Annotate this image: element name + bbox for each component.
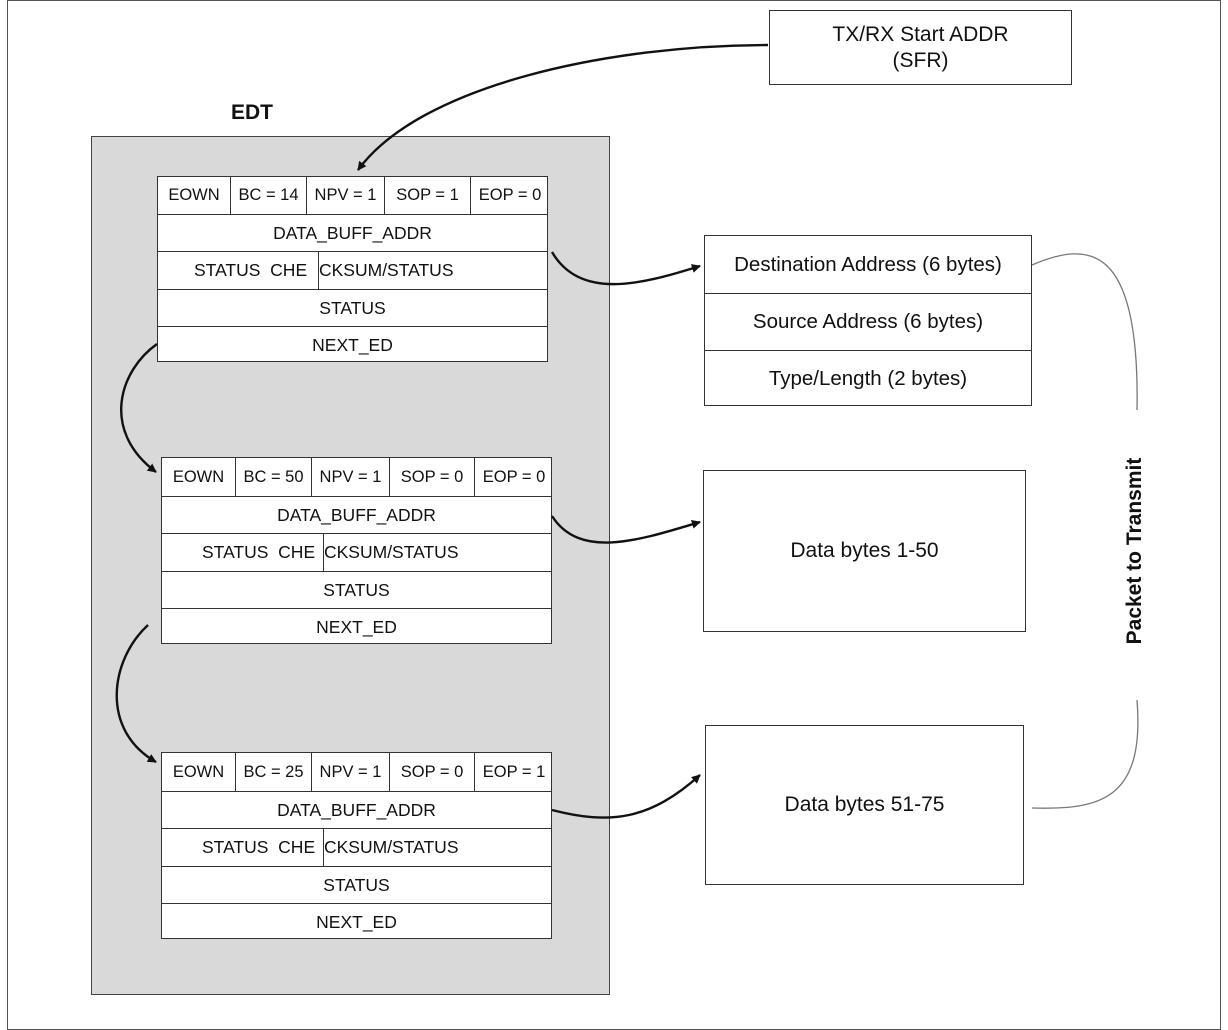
descriptor-field-row: EOWN BC = 50 NPV = 1 SOP = 0 EOP = 0: [162, 458, 551, 496]
sop-field: SOP = 1: [384, 177, 470, 214]
start-addr-sfr-label: (SFR): [892, 48, 949, 72]
destination-address-row: Destination Address (6 bytes): [734, 252, 1002, 276]
ethernet-descriptor-3: EOWN BC = 25 NPV = 1 SOP = 0 EOP = 1 DAT…: [161, 752, 552, 939]
ethernet-descriptor-2: EOWN BC = 50 NPV = 1 SOP = 0 EOP = 0 DAT…: [161, 457, 552, 644]
descriptor-2-to-3-arrow: [115, 624, 157, 764]
bc-field: BC = 14: [230, 177, 306, 214]
data-buff-addr-row: DATA_BUFF_ADDR: [162, 791, 551, 828]
checksum-prefix: CHE: [270, 260, 308, 280]
eop-field: EOP = 0: [470, 177, 549, 214]
checksum-status-right-text: CKSUM/STATUS: [324, 542, 459, 562]
sop-field: SOP = 0: [389, 458, 474, 496]
eown-field: EOWN: [168, 186, 220, 204]
checksum-prefix: CHE: [278, 542, 316, 562]
source-address-row: Source Address (6 bytes): [705, 293, 1031, 350]
data-buff-addr-row: DATA_BUFF_ADDR: [162, 496, 551, 533]
descriptor-field-row: EOWN BC = 25 NPV = 1 SOP = 0 EOP = 1: [162, 753, 551, 791]
eown-field: EOWN: [172, 467, 225, 486]
data-block-1: Data bytes 1-50: [703, 470, 1026, 632]
packet-brace-bottom: [1031, 699, 1139, 809]
buffer-1-arrow: [550, 251, 701, 286]
status-word: STATUS: [202, 542, 269, 562]
npv-field: NPV = 1: [306, 177, 384, 214]
status-row: STATUS: [162, 571, 551, 608]
checksum-status-row: STATUS CHE CKSUM/STATUS: [162, 533, 551, 571]
checksum-divider: [323, 534, 324, 571]
checksum-status-left-text: STATUS CHE: [194, 252, 307, 289]
npv-field: NPV = 1: [311, 753, 389, 791]
ethernet-descriptor-1: EOWN BC = 14 NPV = 1 SOP = 1 EOP = 0 DAT…: [157, 176, 548, 362]
next-ed-row: NEXT_ED: [158, 326, 547, 363]
start-addr-arrow: [357, 43, 769, 171]
checksum-status-row: STATUS CHE CKSUM/STATUS: [158, 251, 547, 289]
checksum-prefix: CHE: [278, 837, 316, 857]
eop-field: EOP = 1: [474, 753, 553, 791]
next-ed-row: NEXT_ED: [162, 608, 551, 645]
type-length-row: Type/Length (2 bytes): [705, 350, 1031, 407]
checksum-status-row: STATUS CHE CKSUM/STATUS: [162, 828, 551, 866]
connector-layer: [115, 43, 1139, 819]
checksum-divider: [318, 252, 319, 289]
status-word: STATUS: [202, 837, 269, 857]
bc-field: BC = 50: [235, 458, 311, 496]
checksum-divider: [323, 829, 324, 866]
status-word: STATUS: [194, 260, 261, 280]
descriptor-field-row: EOWN BC = 14 NPV = 1 SOP = 1 EOP = 0: [158, 177, 547, 214]
bc-field: BC = 25: [235, 753, 311, 791]
descriptor-1-to-2-arrow: [120, 343, 158, 473]
packet-brace-top: [1031, 253, 1138, 411]
sop-field: SOP = 0: [389, 753, 474, 791]
checksum-status-left-text: STATUS CHE: [202, 829, 315, 866]
edt-title: EDT: [231, 101, 273, 124]
checksum-status-left-text: STATUS CHE: [202, 534, 315, 571]
npv-field: NPV = 1: [311, 458, 389, 496]
eown-field: EOWN: [172, 762, 225, 781]
next-ed-row: NEXT_ED: [162, 903, 551, 940]
buffer-2-arrow: [550, 515, 701, 544]
buffer-3-arrow: [551, 774, 701, 819]
packet-header-block: Destination Address (6 bytes) Source Add…: [704, 235, 1032, 406]
status-row: STATUS: [162, 866, 551, 903]
checksum-status-right-text: CKSUM/STATUS: [319, 260, 454, 280]
status-row: STATUS: [158, 289, 547, 326]
data-buff-addr-row: DATA_BUFF_ADDR: [158, 214, 547, 251]
checksum-status-right-text: CKSUM/STATUS: [324, 837, 459, 857]
data-block-2: Data bytes 51-75: [705, 725, 1024, 885]
start-addr-label: TX/RX Start ADDR: [832, 23, 1009, 47]
eop-field: EOP = 0: [474, 458, 553, 496]
start-addr-box: TX/RX Start ADDR (SFR): [769, 10, 1072, 85]
